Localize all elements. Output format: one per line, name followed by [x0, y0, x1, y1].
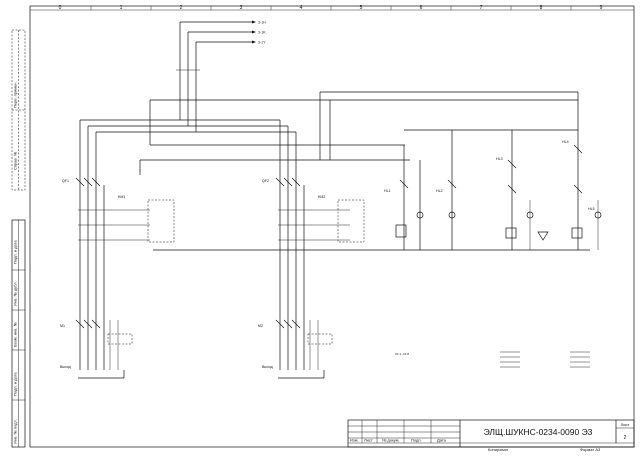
zone-label: 6 [420, 5, 423, 11]
hl1-label: HL1 [384, 189, 391, 193]
vyhod-1-label: Выход [60, 365, 72, 369]
zone-label: 1 [120, 5, 123, 11]
hl4-label: HL4 [562, 140, 569, 144]
col-list: Лист [364, 438, 373, 443]
stamp-podp-data-2: Подп. и дата [13, 372, 18, 396]
sheet-label: Лист [621, 422, 630, 427]
zone-label: 4 [300, 5, 303, 11]
control-circuits: HL1 HL2 HL3 HL4 HL5 [384, 92, 602, 250]
left-stamp: Перв. примен. Справ. № Подп. и дата Инв.… [11, 29, 26, 448]
hl3-label: HL3 [496, 157, 503, 161]
stamp-vzam-inv: Взам. инв. № [13, 322, 18, 347]
stamp-perv-primen: Перв. примен. [13, 81, 18, 108]
col-izm: Изм. [350, 438, 359, 443]
qf2-label: QF2 [262, 179, 269, 183]
terminal-notes: X1:1..X1:8 [395, 351, 590, 368]
schematic: 3-1H 3-1K 3-1Y [60, 20, 602, 379]
lamp-icon [448, 211, 456, 219]
stamp-inv-podl: Инв. № подл. [13, 419, 18, 444]
diode-icon [537, 231, 549, 241]
output-3-label: 3-1Y [258, 40, 266, 44]
zone-label: 0 [59, 5, 62, 11]
lamp-icon [416, 211, 424, 219]
zone-label: 5 [360, 5, 363, 11]
m1-label: M1 [60, 324, 65, 328]
title-block: Изм. Лист № докум. Подп. Дата ЭЛЩ.ШУКНС-… [347, 419, 635, 452]
document-designation: ЭЛЩ.ШУКНС-0234-0090 Э3 [484, 427, 593, 437]
zone-label: 9 [600, 5, 603, 11]
sheet-number: 2 [624, 435, 627, 441]
vyhod-2-label: Выход [262, 365, 274, 369]
m2-label: M2 [258, 324, 263, 328]
top-feed-lines: 3-1H 3-1K 3-1Y [176, 20, 266, 132]
output-1-label: 3-1H [258, 20, 266, 24]
zone-ruler: 0 1 2 3 4 5 6 7 8 9 [59, 5, 603, 11]
hl2-label: HL2 [436, 189, 443, 193]
output-2-label: 3-1K [258, 30, 266, 34]
col-data: Дата [437, 438, 447, 443]
km2-label: KM2 [318, 195, 325, 199]
zone-label: 8 [540, 5, 543, 11]
terminal-note: X1:1..X1:8 [395, 352, 409, 356]
kopiroval-label: Копировал [488, 447, 509, 452]
sheet-frame [29, 5, 635, 448]
zone-label: 3 [240, 5, 243, 11]
format-label: Формат А3 [580, 447, 601, 452]
col-doc: № докум. [382, 438, 400, 443]
motor-circuit-1: QF1 KM1 M1 Выход [60, 120, 175, 379]
hl5-label: HL5 [588, 207, 595, 211]
stamp-inv-dubl: Инв. № дубл. [13, 281, 18, 306]
zone-label: 7 [480, 5, 483, 11]
km1-label: KM1 [118, 195, 125, 199]
qf1-label: QF1 [62, 179, 69, 183]
col-podp: Подп. [411, 438, 422, 443]
stamp-sprav-no: Справ. № [13, 152, 18, 170]
zone-label: 2 [180, 5, 183, 11]
stamp-podp-data: Подп. и дата [13, 240, 18, 264]
motor-circuit-2: QF2 KM2 M2 Выход [258, 120, 365, 379]
bus-lines [80, 91, 590, 251]
